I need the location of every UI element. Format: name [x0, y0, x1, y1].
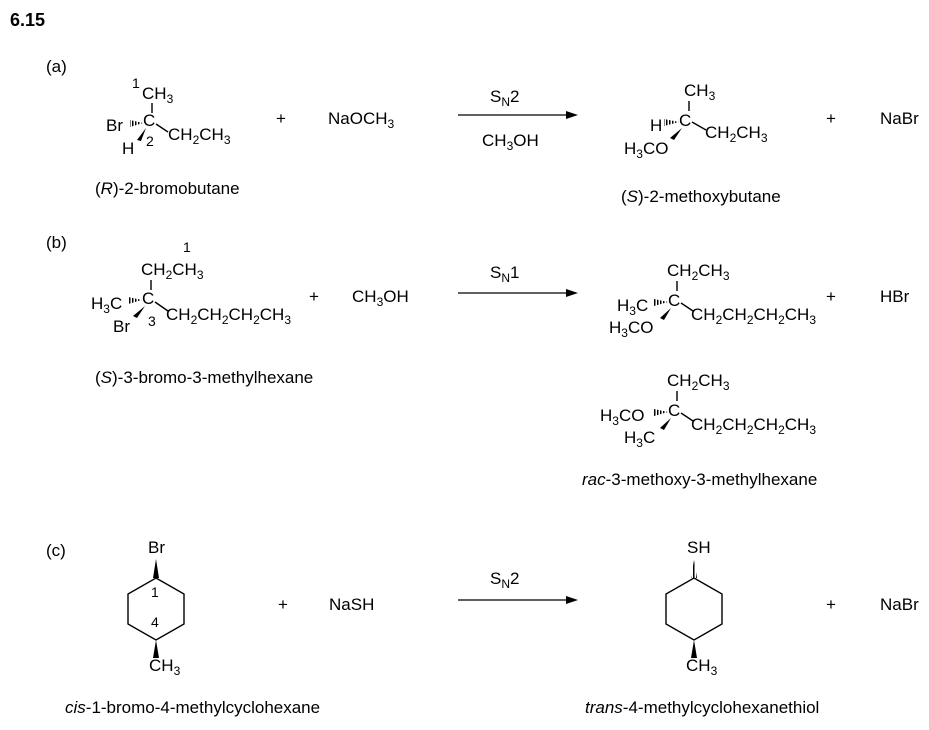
locant-4: 4 [151, 614, 159, 630]
hashed-wedge-bond [128, 297, 142, 304]
reactant-b-name: (S)-3-bromo-3-methylhexane [95, 368, 313, 387]
methyl-group: CH3 [684, 81, 716, 103]
propyl-group: CH2CH2CH2CH3 [691, 305, 816, 327]
hashed-wedge-bond [654, 409, 668, 416]
byproduct-b: HBr [880, 287, 910, 306]
solid-wedge-bond [660, 418, 671, 430]
locant-1: 1 [132, 75, 140, 91]
plus-sign: + [826, 287, 836, 306]
byproduct-c: NaBr [880, 595, 919, 614]
plus-sign: + [276, 109, 286, 128]
methyl-group: H3C [617, 296, 648, 318]
solid-wedge-bond [133, 306, 145, 318]
methoxy-group: H3CO [600, 406, 644, 428]
product-b-name: rac-3-methoxy-3-methylhexane [582, 470, 817, 489]
plus-sign: + [826, 595, 836, 614]
reactant-a-name: (R)-2-bromobutane [95, 179, 240, 198]
stereocenter-carbon: C [142, 289, 154, 308]
solid-wedge-bond [691, 640, 697, 658]
methoxy-group: H3CO [624, 139, 668, 161]
stereocenter-carbon: C [679, 111, 691, 130]
bromine-atom: Br [113, 317, 130, 336]
reactant-c-structure: Br 1 4 CH3 cis-1-bromo-4-methylcyclohexa… [65, 538, 320, 717]
bond [680, 302, 694, 312]
hydrogen-atom: H [122, 139, 134, 158]
problem-number: 6.15 [10, 10, 45, 30]
hashed-wedge-bond [664, 119, 679, 126]
product-b1-structure: CH2CH3 H3C C CH2CH2CH2CH3 H3CO [609, 261, 816, 340]
hashed-wedge-bond [691, 560, 697, 578]
propyl-group: CH2CH2CH2CH3 [691, 415, 816, 437]
byproduct-a: NaBr [880, 109, 919, 128]
condition-solvent: CH3OH [482, 131, 539, 153]
part-a-label: (a) [46, 57, 67, 76]
solid-wedge-bond [153, 640, 159, 658]
condition-sn2: SN2 [490, 87, 519, 109]
bond [680, 412, 694, 422]
bond [155, 123, 169, 133]
hydrogen-atom: H [650, 116, 662, 135]
arrow-head [566, 596, 578, 604]
methoxy-group: H3CO [609, 318, 653, 340]
locant-1: 1 [151, 584, 159, 600]
arrow-head [566, 111, 578, 119]
plus-sign: + [826, 109, 836, 128]
reactant-b-structure: 1 CH2CH3 H3C C Br 3 CH2CH2CH2CH3 (S)-3-b… [91, 239, 313, 387]
solid-wedge-bond [660, 308, 671, 320]
locant-1: 1 [183, 239, 191, 255]
hashed-wedge-bond [654, 299, 668, 306]
hashed-wedge-bond [130, 120, 143, 127]
ethyl-group: CH2CH3 [168, 125, 231, 147]
reactant-c-name: cis-1-bromo-4-methylcyclohexane [65, 698, 320, 717]
part-c-label: (c) [46, 541, 66, 560]
plus-sign: + [309, 287, 319, 306]
stereocenter-carbon: C [143, 111, 155, 130]
product-a-structure: CH3 H C CH2CH3 H3CO (S)-2-methoxybutane [621, 81, 781, 206]
methyl-group: H3C [91, 294, 122, 316]
condition-sn2: SN2 [490, 569, 519, 591]
arrow-head [566, 289, 578, 297]
reagent-a: NaOCH3 [328, 109, 395, 131]
bromine-atom: Br [106, 116, 123, 135]
methyl-group: CH3 [149, 656, 181, 678]
ethyl-group: CH2CH3 [667, 371, 730, 393]
bond [691, 121, 707, 131]
plus-sign: + [278, 595, 288, 614]
part-b-label: (b) [46, 233, 67, 252]
cyclohexane-ring [665, 577, 723, 641]
solid-wedge-bond [137, 128, 146, 141]
ethyl-group: CH2CH3 [141, 260, 204, 282]
ethyl-group: CH2CH3 [667, 261, 730, 283]
methyl-group: CH3 [686, 656, 718, 678]
ethyl-group: CH2CH3 [705, 123, 768, 145]
reagent-c: NaSH [329, 595, 374, 614]
condition-sn1: SN1 [490, 263, 519, 285]
solid-wedge-bond [153, 559, 159, 578]
reagent-b: CH3OH [352, 287, 409, 309]
product-a-name: (S)-2-methoxybutane [621, 187, 781, 206]
product-c-name: trans-4-methylcyclohexanethiol [585, 698, 819, 717]
product-b2-structure: CH2CH3 H3CO C CH2CH2CH2CH3 H3C rac-3-met… [582, 371, 817, 489]
bond [154, 301, 169, 312]
locant-2: 2 [146, 133, 154, 149]
propyl-group: CH2CH2CH2CH3 [166, 305, 291, 327]
locant-3: 3 [148, 313, 156, 329]
bromine-atom: Br [148, 538, 165, 557]
reactant-a-structure: 1 CH3 Br C H 2 CH2CH3 (R)-2-bromobutane [95, 75, 240, 198]
methyl-group: H3C [624, 428, 655, 450]
stereocenter-carbon: C [668, 401, 680, 420]
thiol-group: SH [687, 538, 711, 557]
product-c-structure: SH CH3 trans-4-methylcyclohexanethiol [585, 538, 819, 717]
solid-wedge-bond [670, 128, 682, 140]
stereocenter-carbon: C [668, 291, 680, 310]
methyl-group: CH3 [142, 84, 174, 106]
